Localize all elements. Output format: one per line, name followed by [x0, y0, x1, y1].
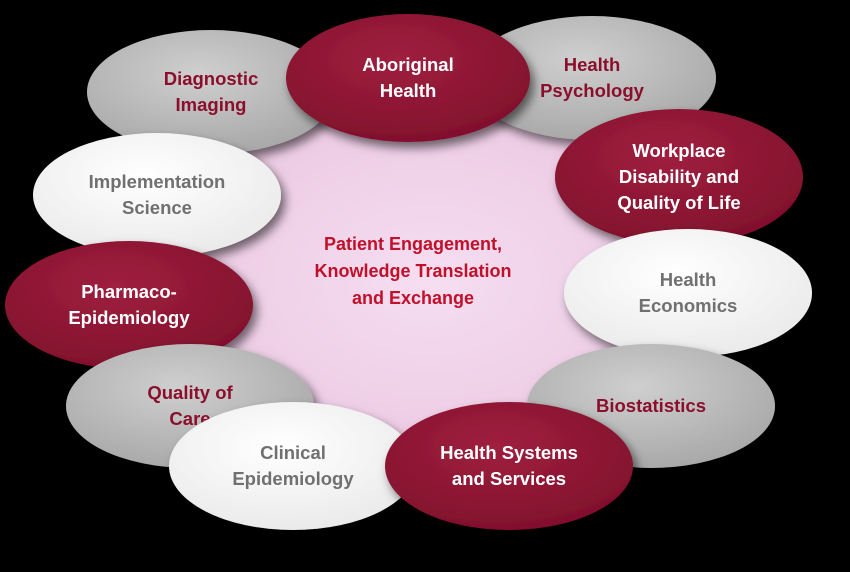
center-label-line: Patient Engagement, — [324, 234, 502, 254]
theme-node-label: Health Systems and Services — [440, 442, 578, 489]
theme-node-ellipse — [564, 229, 812, 357]
theme-node-label-line: Health Systems — [440, 442, 578, 463]
theme-node-label: Pharmaco- Epidemiology — [68, 281, 190, 328]
theme-node-ellipse — [286, 14, 530, 142]
theme-node-label-line: Implementation — [89, 171, 226, 192]
theme-node-label-line: Psychology — [540, 80, 645, 101]
theme-node-ellipse — [169, 402, 417, 530]
theme-node-label-line: Economics — [639, 295, 738, 316]
center-label: Patient Engagement, Knowledge Translation… — [314, 234, 511, 308]
theme-node-ellipse — [33, 133, 281, 257]
theme-node-label-line: Clinical — [260, 442, 326, 463]
theme-node-label-line: Diagnostic — [164, 68, 259, 89]
theme-node-health-systems: Health Systems and Services — [385, 402, 633, 530]
theme-node-ellipse — [468, 16, 716, 140]
theme-node-label-line: Disability and — [619, 166, 739, 187]
theme-node-label-line: Aboriginal — [362, 54, 453, 75]
theme-node-label-line: Health — [564, 54, 621, 75]
theme-node-label-line: Biostatistics — [596, 395, 706, 416]
theme-node-label-line: Health — [380, 80, 437, 101]
theme-node-label-line: Quality of Life — [617, 192, 740, 213]
theme-node-label-line: Pharmaco- — [81, 281, 177, 302]
theme-node-label-line: Imaging — [176, 94, 247, 115]
theme-node-label-line: Epidemiology — [68, 307, 190, 328]
theme-node-label-line: Workplace — [632, 140, 725, 161]
theme-node-label-line: Health — [660, 269, 717, 290]
theme-node-label-line: Epidemiology — [232, 468, 354, 489]
theme-node-ellipse — [87, 30, 335, 154]
theme-node-pharmaco-epidemiology: Pharmaco- Epidemiology — [5, 241, 253, 369]
center-label-line: Knowledge Translation — [314, 261, 511, 281]
center-label-line: and Exchange — [352, 288, 474, 308]
theme-node-label-line: and Services — [452, 468, 566, 489]
theme-node-label-line: Science — [122, 197, 192, 218]
theme-node-ellipse — [385, 402, 633, 530]
theme-node-ellipse — [555, 109, 803, 245]
theme-node-label: Biostatistics — [596, 395, 706, 416]
theme-node-label-line: Quality of — [147, 382, 233, 403]
theme-node-ellipse — [5, 241, 253, 369]
